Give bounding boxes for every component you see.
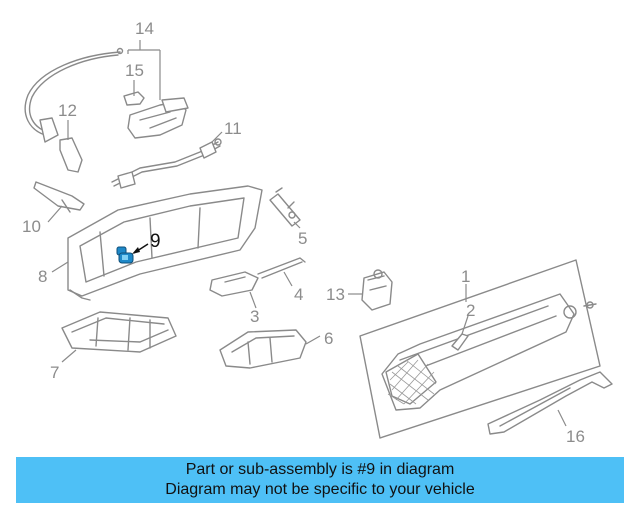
banner-line-part-number: Part or sub-assembly is #9 in diagram — [185, 461, 455, 478]
callout-10: 10 — [22, 217, 41, 236]
callout-12: 12 — [58, 101, 77, 120]
latch-rod-part — [257, 257, 306, 279]
damper-part — [269, 187, 301, 227]
hinge-rod-part — [111, 138, 222, 189]
info-banner: Part or sub-assembly is #9 in diagram Di… — [16, 457, 624, 503]
glove-box-door-part — [67, 185, 263, 301]
callout-15: 15 — [125, 61, 144, 80]
callout-9-arrow — [132, 243, 149, 254]
callout-11: 11 — [224, 119, 242, 138]
parts-diagram: 14 15 12 11 10 9 8 5 4 3 6 7 13 1 2 16 — [22, 19, 613, 446]
trim-strip-part — [487, 371, 613, 435]
storage-tray-part — [61, 311, 177, 353]
glove-box-bin-part — [359, 259, 601, 439]
latch-striker-part — [209, 271, 259, 297]
callout-4: 4 — [294, 285, 303, 304]
callout-6: 6 — [324, 329, 333, 348]
release-cable-part — [24, 47, 124, 173]
callout-5: 5 — [298, 229, 307, 248]
callout-16: 16 — [566, 427, 585, 446]
callout-3: 3 — [250, 307, 259, 326]
callout-14: 14 — [135, 19, 154, 38]
release-handle-part — [127, 97, 189, 139]
callout-7: 7 — [50, 363, 59, 382]
handle-cap-part — [123, 91, 145, 106]
bumper-part — [451, 333, 469, 351]
lock-lever-part — [33, 181, 85, 213]
mounting-bracket-part — [219, 329, 307, 369]
callout-8: 8 — [38, 267, 47, 286]
callout-9: 9 — [150, 231, 161, 252]
lock-cylinder-part — [361, 269, 393, 311]
clip-part-9 — [116, 246, 134, 264]
callout-1: 1 — [461, 267, 470, 286]
callout-2: 2 — [466, 301, 475, 320]
callout-13: 13 — [326, 285, 345, 304]
banner-line-disclaimer: Diagram may not be specific to your vehi… — [165, 481, 475, 498]
leader-lines — [47, 40, 567, 427]
